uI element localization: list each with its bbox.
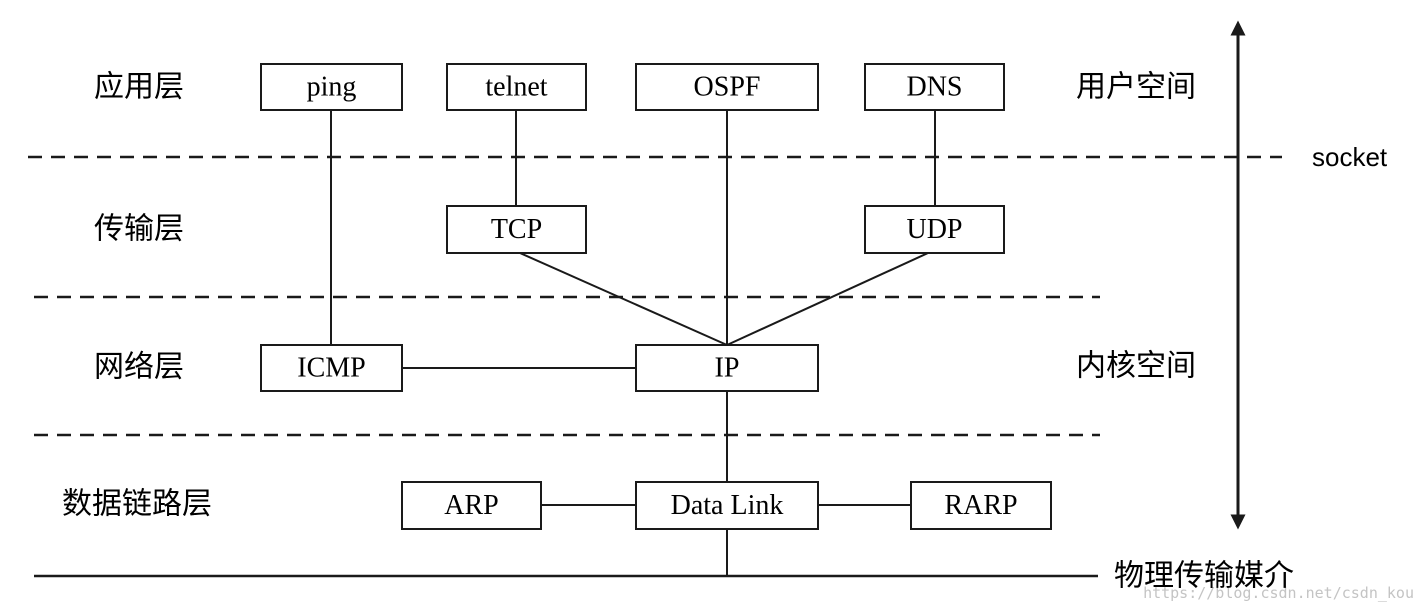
rarp-node: RARP <box>910 481 1052 530</box>
ping-label: ping <box>307 72 357 103</box>
icmp-label: ICMP <box>297 353 365 384</box>
udp-node: UDP <box>864 205 1005 254</box>
ip-label: IP <box>715 353 740 384</box>
rarp-label: RARP <box>944 490 1017 521</box>
udp-label: UDP <box>906 214 962 245</box>
socket-label: socket <box>1312 142 1388 172</box>
dns-label: DNS <box>906 72 962 103</box>
dns-node: DNS <box>864 63 1005 111</box>
udp-ip-link <box>726 252 929 346</box>
datalink-layer-label: 数据链路层 <box>62 487 212 522</box>
kernel-space-label: 内核空间 <box>1076 349 1196 384</box>
connector-lines <box>330 110 936 576</box>
arp-node: ARP <box>401 481 542 530</box>
transport-layer-label: 传输层 <box>94 212 184 247</box>
datalink-label: Data Link <box>671 490 784 521</box>
datalink-node: Data Link <box>635 481 819 530</box>
tcp-ip-link <box>519 252 728 346</box>
arp-label: ARP <box>444 490 498 521</box>
physical-medium-label: 物理传输媒介 <box>1114 559 1294 594</box>
ip-node: IP <box>635 344 819 392</box>
icmp-node: ICMP <box>260 344 403 392</box>
ping-node: ping <box>260 63 403 111</box>
ospf-node: OSPF <box>635 63 819 111</box>
tcp-node: TCP <box>446 205 587 254</box>
telnet-node: telnet <box>446 63 587 111</box>
watermark-text: https://blog.csdn.net/csdn_kou <box>1143 584 1414 602</box>
tcp-label: TCP <box>491 214 542 245</box>
ospf-label: OSPF <box>694 72 761 103</box>
user-space-label: 用户空间 <box>1076 70 1196 105</box>
network-layer-label: 网络层 <box>94 350 184 385</box>
telnet-label: telnet <box>485 72 547 103</box>
application-layer-label: 应用层 <box>94 70 184 105</box>
